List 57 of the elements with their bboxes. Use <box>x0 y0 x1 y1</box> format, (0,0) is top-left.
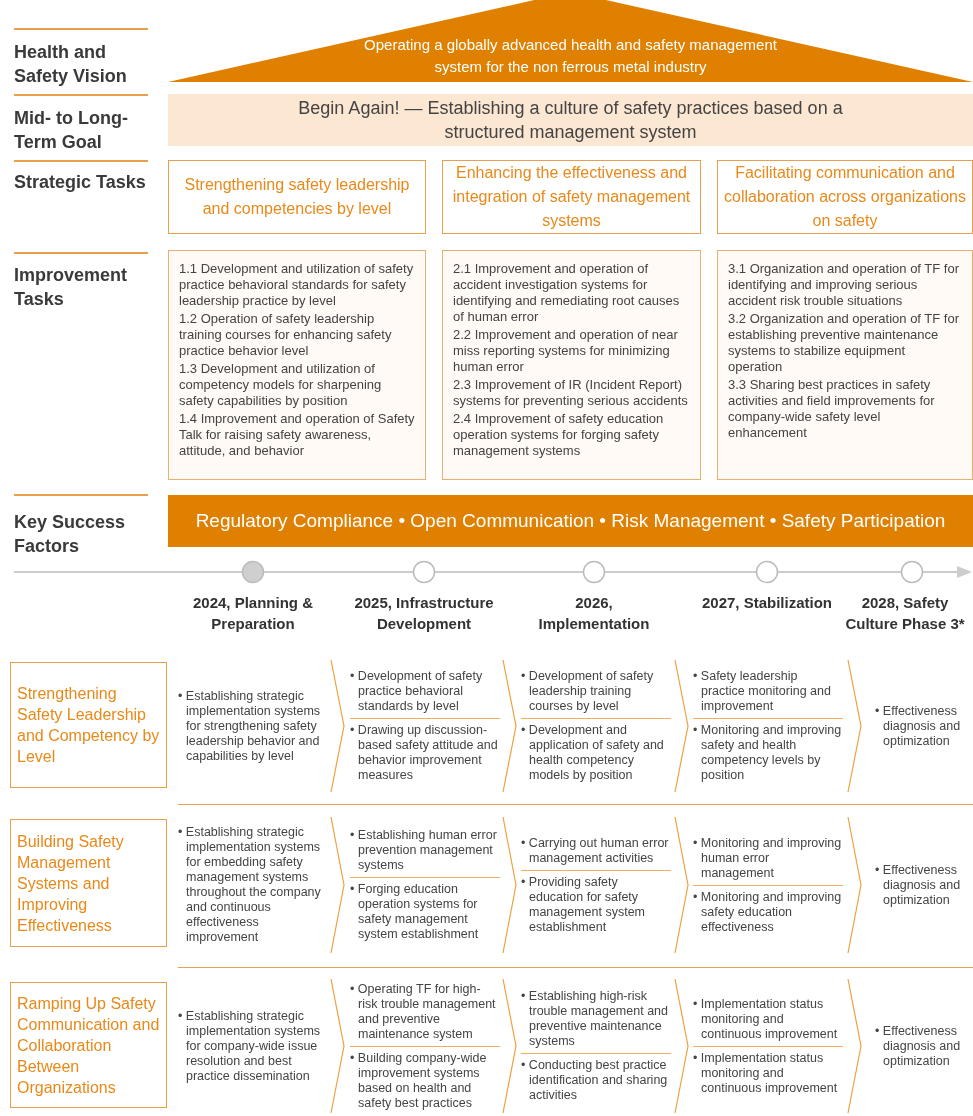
strategic-task-box: Enhancing the effectiveness and integration of safety management systems <box>442 160 701 234</box>
row-heading: Key Success Factors <box>14 511 127 558</box>
task-item: 1.2 Operation of safety leadership training courses for enhancing safety practice behavior level <box>179 311 393 359</box>
roadmap-item: • Establishing high-risk trouble management and preventive maintenance systems <box>521 989 669 1049</box>
phase-label: 2028, Safety Culture Phase 3* <box>844 593 966 634</box>
task-item: 3.3 Sharing best practices in safety activities and field improvements for company-wide safety level enhancement <box>728 377 936 441</box>
roadmap-item: • Safety leadership practice monitoring and improvement <box>693 669 832 714</box>
roadmap-item: • Effectiveness diagnosis and optimization <box>875 703 962 749</box>
roadmap-item: • Establishing strategic implementation systems for company-wide issue resolution and best practice dissemination <box>178 1008 322 1084</box>
success-factors-bar: Regulatory Compliance • Open Communication • Risk Management • Safety Participation <box>168 495 973 547</box>
strategic-task-box: Facilitating communication and collaboration across organizations on safety <box>717 160 973 234</box>
improvement-task-card <box>168 250 426 480</box>
roadmap-item: • Forging education operation systems for safety management system establishment <box>350 882 480 942</box>
roadmap-item: • Building company-wide improvement systems based on health and safety best practices <box>350 1050 488 1111</box>
roadmap-item: • Conducting best practice identification and sharing activities <box>521 1058 669 1103</box>
roadmap-item: • Development and application of safety and health competency models by position <box>521 723 665 783</box>
phase-label: 2027, Stabilization <box>700 593 833 613</box>
task-item: 2.2 Improvement and operation of near miss reporting systems for minimizing human error <box>453 327 679 375</box>
task-item: 2.4 Improvement of safety education operation systems for forging safety management systems <box>453 411 665 459</box>
row-header-box: Strengthening Safety Leadership and Competency by Level <box>10 662 167 788</box>
roadmap-item: • Monitoring and improving safety education effectiveness <box>693 889 843 935</box>
roadmap-item: • Implementation status monitoring and continuous improvement <box>693 1050 839 1096</box>
roadmap-item: • Development of safety leadership training courses by level <box>521 669 655 714</box>
phase-label: 2026, Implementation <box>537 593 651 634</box>
task-item: 1.1 Development and utilization of safety practice behavioral standards for safety leadership practice by level <box>179 261 415 309</box>
task-item: 2.3 Improvement of IR (Incident Report) systems for preventing serious accidents <box>453 377 689 409</box>
row-header-box: Building Safety Management Systems and Improving Effectiveness <box>10 819 167 947</box>
task-item: 3.1 Organization and operation of TF for identifying and improving serious accident risk trouble situations <box>728 261 960 309</box>
goal-banner: Begin Again! — Establishing a culture of safety practices based on a structured management system <box>168 94 973 146</box>
task-item: 3.2 Organization and operation of TF for establishing preventive maintenance systems to stabilize equipment operation <box>728 311 960 375</box>
task-item: 1.4 Improvement and operation of Safety Talk for raising safety awareness, attitude, and behavior <box>179 411 415 459</box>
roadmap-item: • Monitoring and improving safety and health competency levels by position <box>693 723 843 783</box>
row-heading: Health and Safety Vision <box>14 41 128 88</box>
roadmap-item: • Establishing strategic implementation systems for strengthening safety leadership behavior and capabilities by level <box>178 688 322 764</box>
task-item: 1.3 Development and utilization of competency models for sharpening safety capabilities by position <box>179 361 383 409</box>
row-heading: Mid- to Long-Term Goal <box>14 107 129 154</box>
roadmap-item: • Carrying out human error management activities <box>521 835 670 866</box>
roadmap-item: • Implementation status monitoring and continuous improvement <box>693 996 839 1042</box>
roadmap-item: • Monitoring and improving human error management <box>693 835 843 881</box>
improvement-task-card <box>717 250 973 480</box>
roadmap-item: • Establishing strategic implementation systems for embedding safety management systems throughout the company and continuous effectiveness improvement <box>178 825 322 945</box>
row-heading: Improvement Tasks <box>14 264 129 311</box>
phase-label: 2024, Planning & Preparation <box>191 593 314 634</box>
improvement-task-card <box>442 250 701 480</box>
task-item: 2.1 Improvement and operation of accident investigation systems for identifying and remediating root causes of human error <box>453 261 681 325</box>
roadmap-item: • Operating TF for high-risk trouble management and preventive maintenance system <box>350 981 497 1042</box>
roadmap-item: • Effectiveness diagnosis and optimization <box>875 1023 962 1069</box>
row-header-box: Ramping Up Safety Communication and Collaboration Between Organizations <box>10 982 167 1108</box>
phase-label: 2025, Infrastructure Development <box>353 593 495 634</box>
roadmap-item: • Providing safety education for safety management system establishment <box>521 874 647 935</box>
roadmap-item: • Establishing human error prevention management systems <box>350 828 498 873</box>
strategic-task-box: Strengthening safety leadership and competencies by level <box>168 160 426 234</box>
roadmap-item: • Development of safety practice behavioral standards by level <box>350 669 484 714</box>
roadmap-item: • Effectiveness diagnosis and optimization <box>875 862 962 908</box>
row-heading: Strategic Tasks <box>14 171 147 194</box>
roadmap-item: • Drawing up discussion-based safety attitude and behavior improvement measures <box>350 723 499 783</box>
vision-banner: Operating a globally advanced health and safety management system for the non ferrous metal industry <box>168 0 973 82</box>
